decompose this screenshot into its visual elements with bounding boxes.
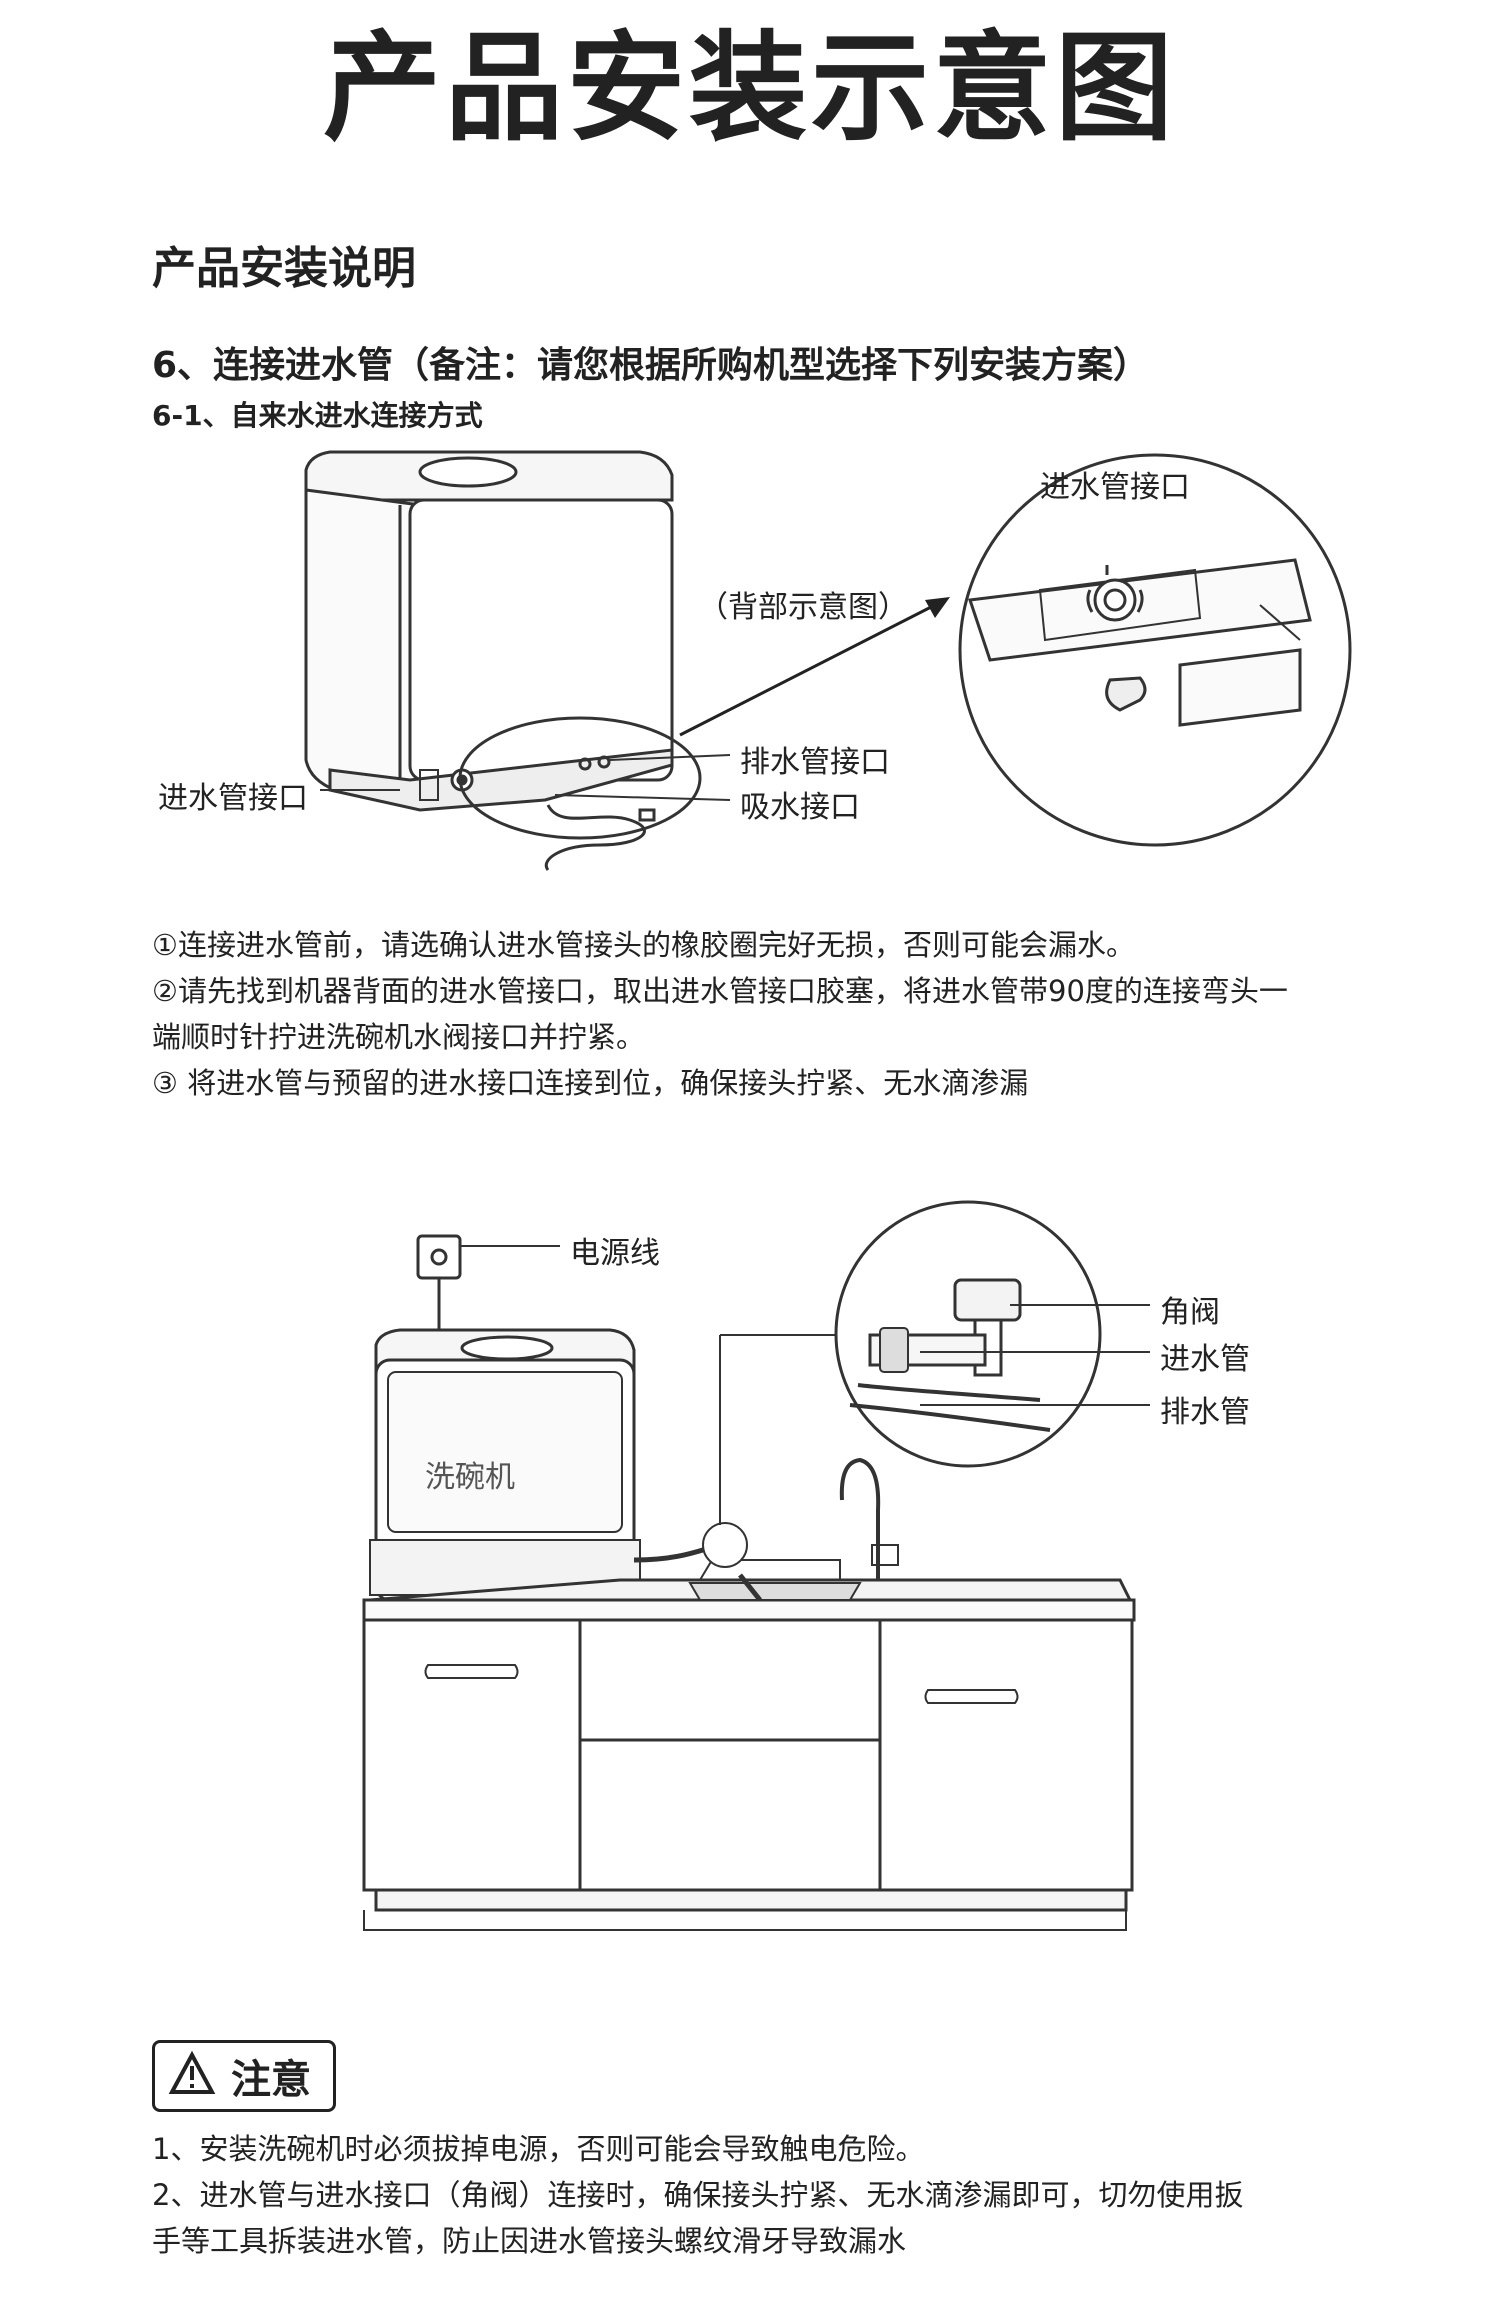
magnified-angle-valve-view: [834, 1200, 1102, 1468]
section-heading: 产品安装说明: [152, 243, 416, 294]
dishwasher-illustration: [369, 1328, 641, 1602]
drain-hose-label: 排水管: [1160, 1395, 1250, 1430]
power-socket-illustration: [416, 1234, 560, 1340]
suction-port-label: 吸水接口: [740, 790, 860, 825]
instruction-2-cont: 端顺时针拧进洗碗机水阀接口并拧紧。: [152, 1020, 646, 1054]
dishwasher-rear-illustration: [304, 450, 674, 871]
page-title: 产品安装示意图: [322, 19, 1177, 157]
angle-valve-label: 角阀: [1160, 1295, 1220, 1330]
back-view-label: （背部示意图）: [698, 590, 908, 625]
dishwasher-label: 洗碗机: [425, 1460, 515, 1495]
instruction-1: ①连接进水管前，请选确认进水管接头的橡胶圈完好无损，否则可能会漏水。: [152, 928, 1135, 962]
step-heading: 6、连接进水管（备注：请您根据所购机型选择下列安装方案）: [152, 345, 1150, 386]
warning-title: 注意: [231, 2057, 311, 2103]
magnified-inlet-view: [958, 453, 1352, 847]
inlet-port-label-magnified: 进水管接口: [1040, 470, 1190, 505]
inlet-port-label: 进水管接口: [158, 781, 308, 816]
instruction-3: ③ 将进水管与预留的进水接口连接到位，确保接头拧紧、无水滴渗漏: [152, 1066, 1029, 1100]
power-cord-label: 电源线: [570, 1236, 660, 1271]
kitchen-cabinet-illustration: [362, 1334, 1136, 1931]
warning-line-2: 2、进水管与进水接口（角阀）连接时，确保接头拧紧、无水滴渗漏即可，切勿使用扳: [152, 2178, 1244, 2212]
warning-box: 注意: [152, 2040, 336, 2112]
warning-line-3: 手等工具拆装进水管，防止因进水管接头螺纹滑牙导致漏水: [152, 2224, 907, 2258]
inlet-hose-label: 进水管: [1160, 1342, 1250, 1377]
instruction-2: ②请先找到机器背面的进水管接口，取出进水管接口胶塞，将进水管带90度的连接弯头一: [152, 974, 1288, 1008]
sub-heading: 6-1、自来水进水连接方式: [152, 399, 483, 432]
drain-port-label: 排水管接口: [740, 745, 890, 780]
warning-triangle-icon: [168, 2050, 216, 2094]
warning-line-1: 1、安装洗碗机时必须拔掉电源，否则可能会导致触电危险。: [152, 2132, 925, 2166]
